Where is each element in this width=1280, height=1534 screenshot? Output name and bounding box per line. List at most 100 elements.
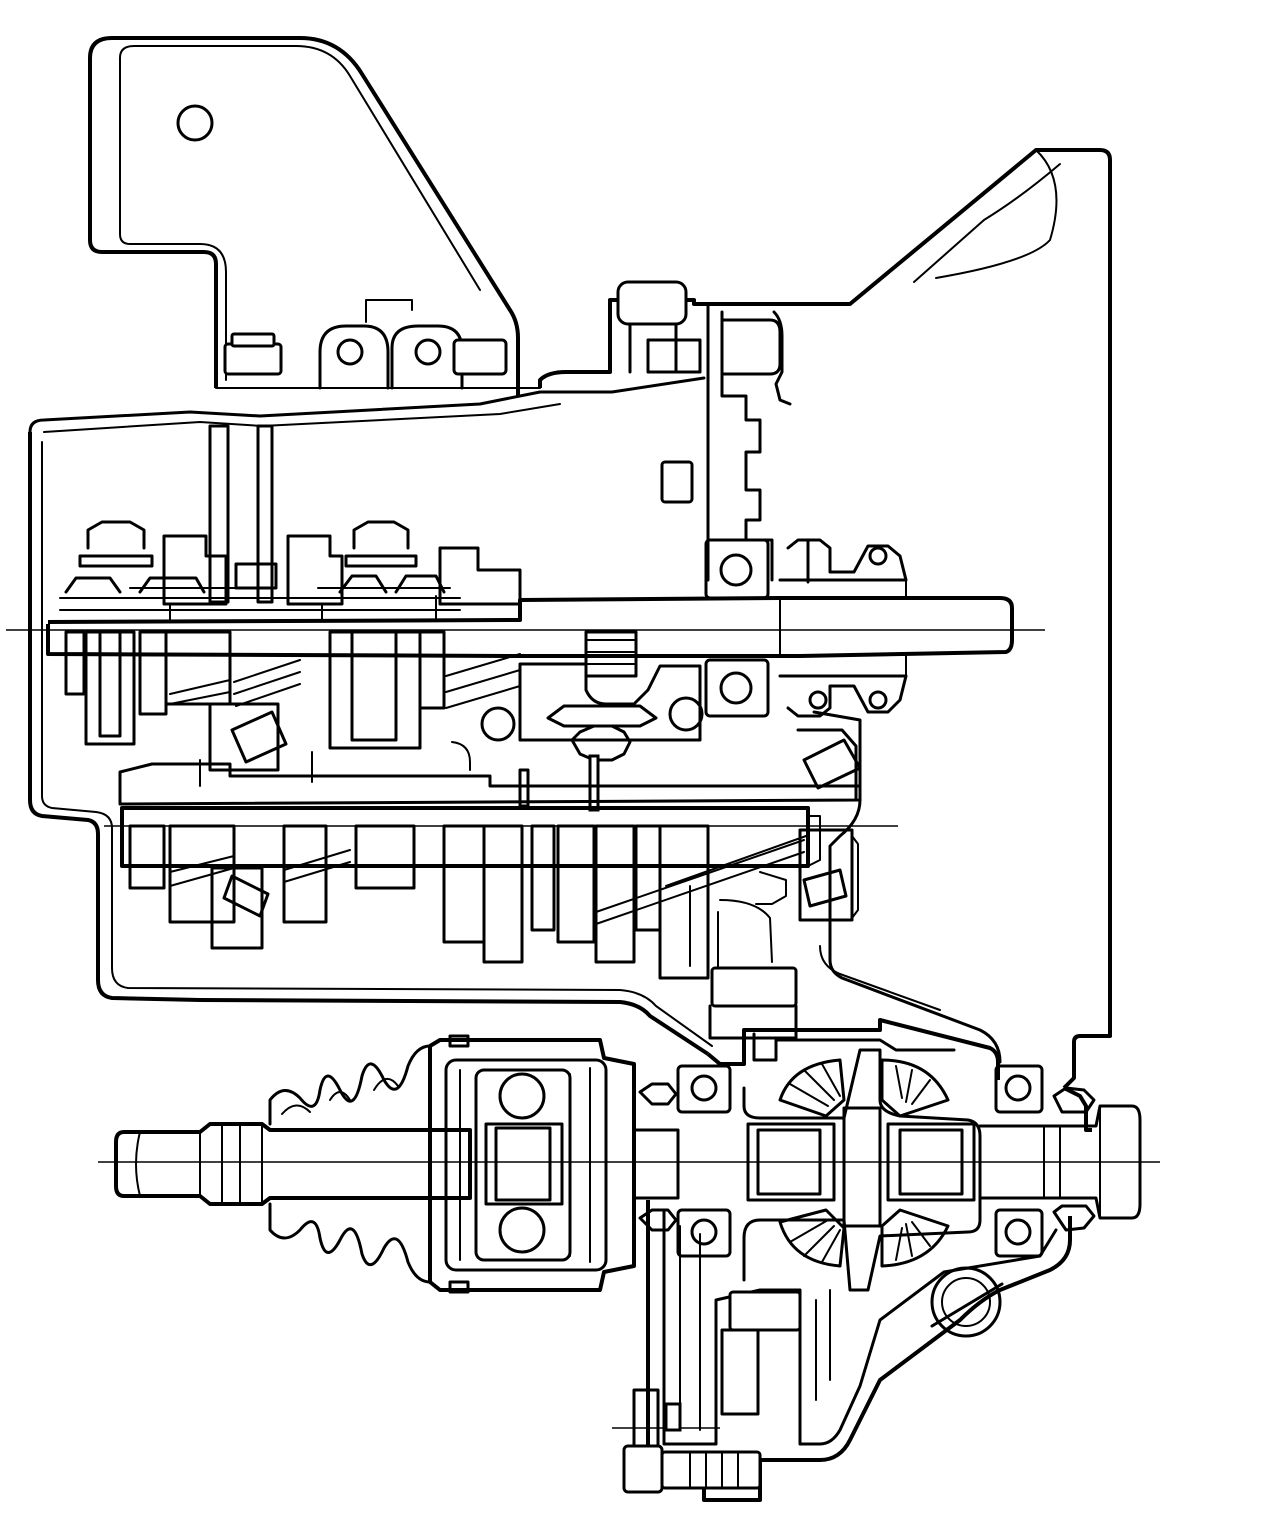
case-bell-flange xyxy=(692,302,774,582)
differential-housing xyxy=(622,1018,1092,1502)
input-seal-top-ring xyxy=(868,546,888,566)
input-seal-bottom-ring-2 xyxy=(808,690,828,710)
gear-input-3 xyxy=(138,630,168,716)
gear-input-5-inner xyxy=(350,630,398,742)
bracket-boss-cap xyxy=(365,299,413,323)
diff-plug-inner xyxy=(941,1277,991,1327)
diff-side-gear-right-inner xyxy=(898,1128,964,1196)
diff-bolt-lower-stud xyxy=(720,1328,760,1416)
case-web-mid xyxy=(689,885,773,969)
case-bolt-lower xyxy=(710,966,798,1008)
counter-shaft-end xyxy=(807,807,821,867)
bracket-outline xyxy=(88,36,520,396)
bracket-bolt-right xyxy=(452,338,508,376)
bracket-boss-right xyxy=(390,324,464,390)
counter-gear-11 xyxy=(658,824,710,980)
mid-bearing-carrier xyxy=(118,762,862,806)
counter-gear-5 xyxy=(442,824,486,944)
gear-input-6-teeth xyxy=(445,653,521,709)
case-lower-wall-inner xyxy=(819,945,941,1011)
shift-mechanism xyxy=(59,424,522,621)
counter-gear-4 xyxy=(354,824,416,890)
diff-bearing-right-top-ball xyxy=(1004,1074,1032,1102)
diff-plug-line xyxy=(930,1282,1004,1328)
diff-seal-right-bottom xyxy=(1052,1204,1096,1232)
idler-fork xyxy=(546,704,658,728)
synchro-hub-3 xyxy=(438,546,522,606)
diff-cross-shaft xyxy=(842,1106,882,1228)
counter-bearing-left xyxy=(210,866,270,950)
cv-joint-ball-bottom xyxy=(498,1206,546,1254)
mounting-bracket xyxy=(88,36,541,396)
diff-bearing-right-bottom xyxy=(994,1208,1044,1258)
case-top-boss xyxy=(646,338,702,374)
cv-joint-housing xyxy=(428,1038,636,1292)
drive-shaft-grooves xyxy=(135,1123,263,1205)
axle-link xyxy=(632,1128,680,1200)
gear-input-2 xyxy=(84,630,136,746)
counter-gear-8 xyxy=(556,824,596,944)
gear-input-6 xyxy=(418,630,446,710)
center-lines xyxy=(6,629,1160,1429)
drain-bolt-threads xyxy=(689,1451,739,1489)
diff-side-gear-right xyxy=(886,1122,976,1202)
diff-seal-right-top xyxy=(1052,1086,1096,1114)
shift-fork-2 xyxy=(344,520,418,568)
input-bearing-front-ball xyxy=(719,553,753,587)
drain-fitting-pin xyxy=(664,1402,682,1432)
differential xyxy=(638,1048,1142,1292)
diff-bearing-left-top-ball xyxy=(690,1074,718,1102)
gear-input-7 xyxy=(584,630,638,678)
case-left-wall-inner xyxy=(41,441,713,1047)
counter-gear-9 xyxy=(594,824,636,964)
reverse-idler xyxy=(518,704,658,812)
shift-rail-housing-right xyxy=(256,424,274,604)
counter-gear-1 xyxy=(128,824,166,890)
counter-gear-7 xyxy=(530,824,556,932)
gear-input-4 xyxy=(164,630,232,706)
counter-gear-2 xyxy=(168,824,236,924)
case-top-rim xyxy=(28,376,706,434)
case-left-wall xyxy=(28,432,710,1056)
bell-rib-outer xyxy=(935,149,1058,279)
cv-joint-ball-top xyxy=(498,1072,546,1120)
mid-bearings xyxy=(118,702,862,806)
gear-input-2-inner xyxy=(98,630,122,738)
shift-rod xyxy=(59,587,461,611)
diff-output-stub-lines xyxy=(1043,1105,1101,1219)
mid-bearing-right xyxy=(796,728,862,802)
synchro-hub-2 xyxy=(286,534,344,606)
input-bearing-front xyxy=(704,538,770,600)
diff-bearing-right-bottom-ball xyxy=(1004,1218,1032,1246)
case-outer-wall xyxy=(538,148,1112,1090)
mid-bearing-inner xyxy=(199,741,471,787)
counter-gear-6 xyxy=(482,824,524,964)
counter-gear-3 xyxy=(282,824,328,924)
input-shaft-body xyxy=(46,596,1014,658)
cv-joint-lines xyxy=(459,1067,591,1263)
diff-plug xyxy=(930,1266,1002,1338)
cv-boot xyxy=(268,1044,432,1126)
case-top-plug-neck xyxy=(628,322,678,374)
bracket-bolt-left xyxy=(223,342,283,376)
transmission-case xyxy=(28,148,1112,1090)
gear-input-1 xyxy=(64,630,86,696)
cv-clamp-bottom xyxy=(448,1280,470,1294)
gear-reverse-ring xyxy=(668,696,704,732)
cv-joint-race xyxy=(474,1068,572,1262)
gear-reverse-ring-left xyxy=(480,706,516,742)
input-shaft-spline xyxy=(779,579,907,677)
shift-rail-housing-left xyxy=(208,424,230,604)
drive-shaft xyxy=(114,1034,680,1294)
shift-pins xyxy=(169,595,437,621)
bracket-hole xyxy=(176,104,214,142)
case-lower-wall xyxy=(806,538,1002,1064)
synchro-hub-1 xyxy=(162,534,228,606)
diff-housing-top xyxy=(752,1032,956,1062)
gear-input-7-lines xyxy=(587,639,635,665)
shift-fork-1-base xyxy=(64,576,206,594)
input-bearing-rear xyxy=(704,658,770,718)
bracket-bolt-left-head xyxy=(230,332,276,348)
diff-bearing-left-bottom xyxy=(676,1208,732,1258)
